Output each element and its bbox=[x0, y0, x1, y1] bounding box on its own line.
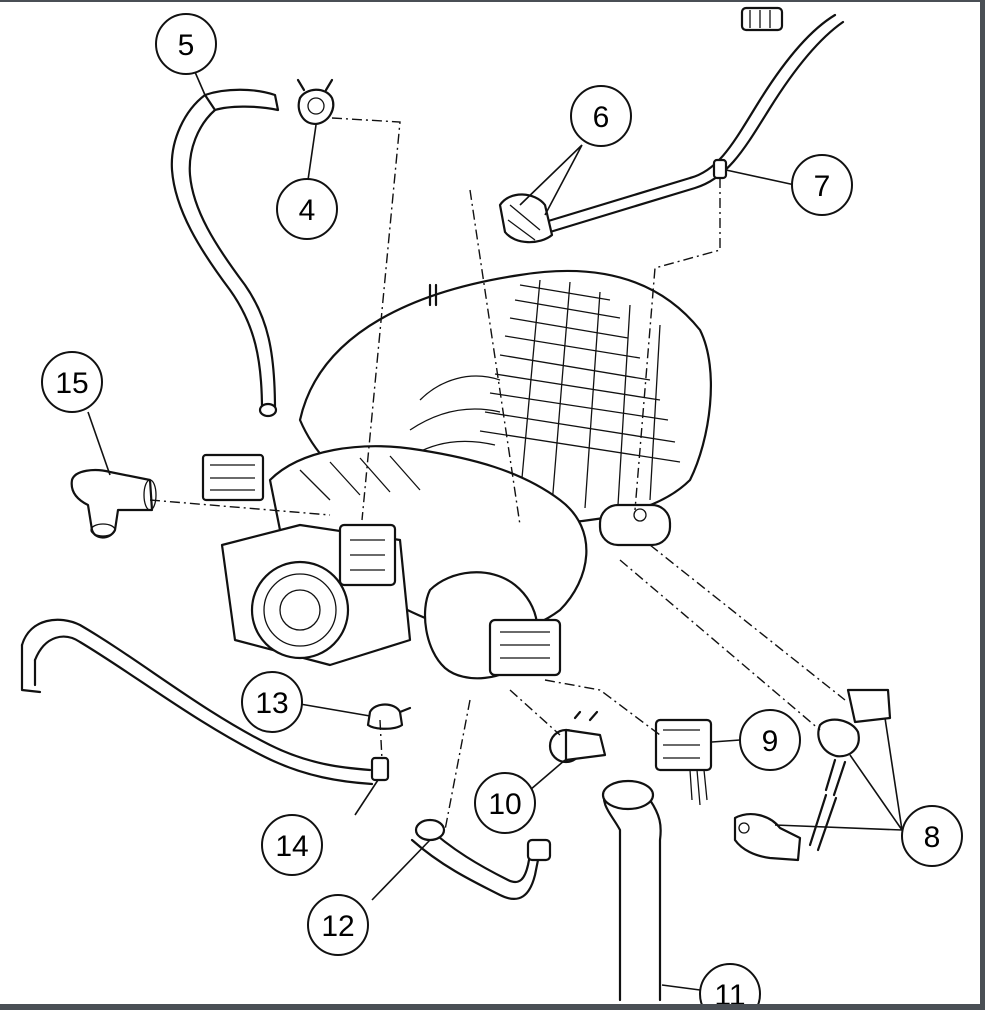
callout-6-label: 6 bbox=[593, 101, 610, 134]
callout-8-label: 8 bbox=[924, 821, 941, 854]
callout-14-label: 14 bbox=[275, 830, 308, 863]
callout-7-label: 7 bbox=[814, 170, 831, 203]
callout-14: 14 bbox=[261, 814, 323, 876]
part-9-connector bbox=[654, 718, 713, 806]
callout-13-label: 13 bbox=[255, 687, 288, 720]
part-15-elbow bbox=[70, 469, 157, 539]
callout-4-label: 4 bbox=[299, 194, 316, 227]
part-10-valve bbox=[548, 710, 607, 764]
frame-right-border bbox=[980, 0, 985, 1010]
callout-15: 15 bbox=[41, 351, 103, 413]
part-13-14-clamp bbox=[366, 703, 412, 782]
callout-9-label: 9 bbox=[762, 725, 779, 758]
callout-5-label: 5 bbox=[178, 29, 195, 62]
callout-6: 6 bbox=[570, 85, 632, 147]
callout-10-label: 10 bbox=[488, 788, 521, 821]
callout-5: 5 bbox=[155, 13, 217, 75]
frame-top-border bbox=[0, 0, 985, 2]
part-6-7-vacuum-line bbox=[498, 6, 845, 244]
callout-13: 13 bbox=[241, 671, 303, 733]
leader-lines bbox=[87, 71, 903, 991]
part-4-clamp bbox=[296, 78, 335, 126]
lower-left-hose bbox=[20, 618, 374, 786]
connection-lines bbox=[149, 117, 846, 831]
frame-bottom-border bbox=[0, 1004, 985, 1010]
intake-manifold bbox=[201, 269, 713, 680]
part-12-tube bbox=[410, 818, 552, 901]
callout-8: 8 bbox=[901, 805, 963, 867]
part-5-hose bbox=[170, 88, 280, 418]
callout-4: 4 bbox=[276, 178, 338, 240]
callout-12: 12 bbox=[307, 894, 369, 956]
callout-15-label: 15 bbox=[55, 367, 88, 400]
part-11-hose bbox=[601, 779, 662, 1002]
callout-10: 10 bbox=[474, 772, 536, 834]
callout-12-label: 12 bbox=[321, 910, 354, 943]
callout-9: 9 bbox=[739, 709, 801, 771]
part-8-sensor bbox=[733, 688, 892, 862]
callout-7: 7 bbox=[791, 154, 853, 216]
